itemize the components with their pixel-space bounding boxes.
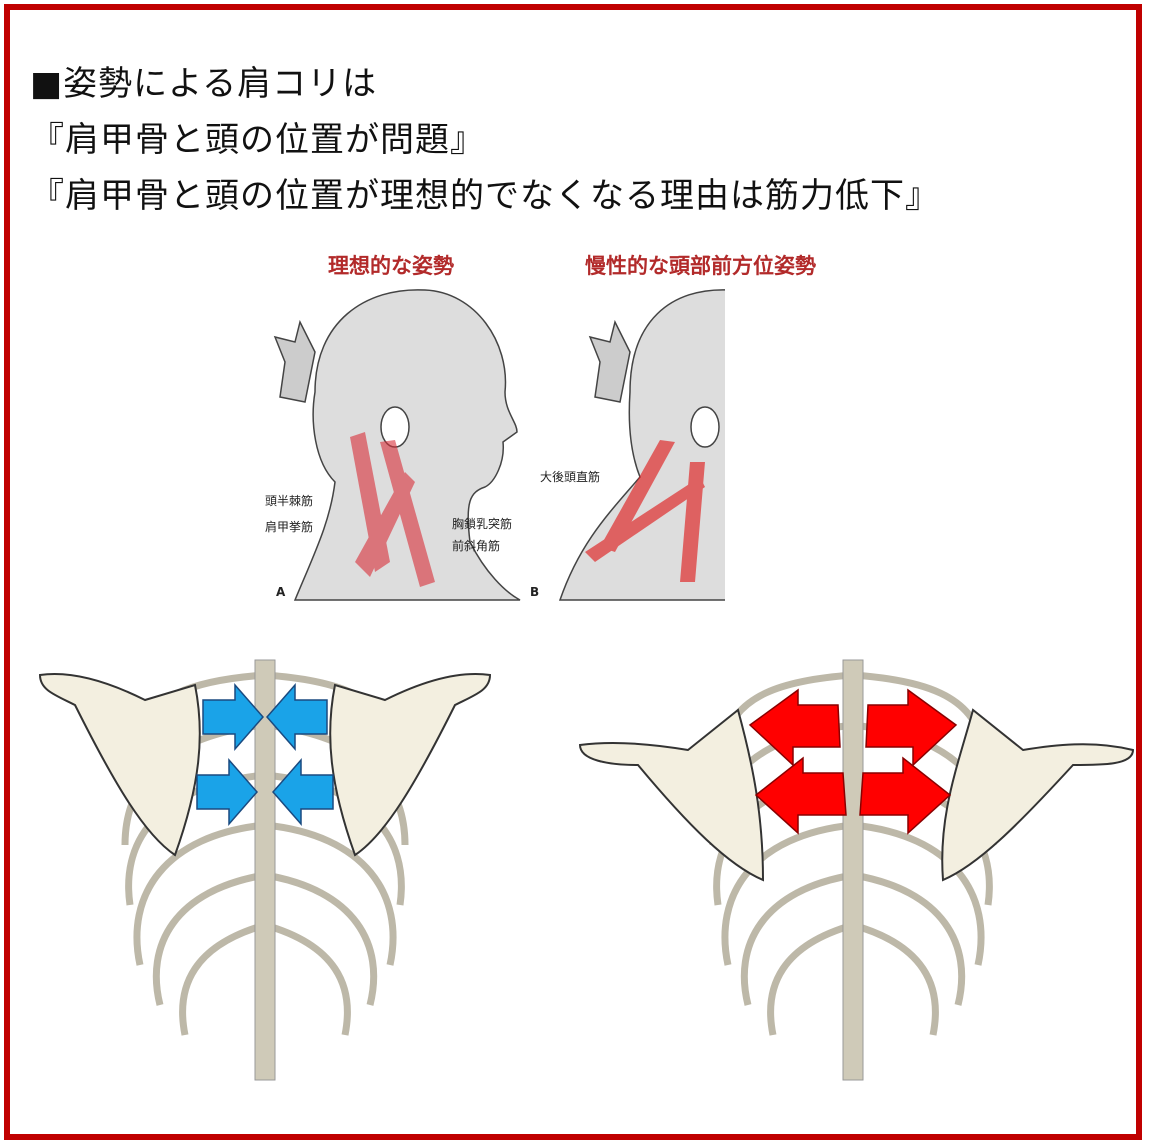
label-anterior-scalene: 前斜角筋 xyxy=(452,539,501,553)
head-forward xyxy=(558,289,725,601)
forward-head-posture-title: 慢性的な頭部前方位姿勢 xyxy=(585,254,816,278)
label-levator-scapulae: 肩甲挙筋 xyxy=(265,520,314,534)
right-scapula xyxy=(941,708,1135,882)
blue-arrow-inward xyxy=(266,683,328,751)
neck-muscles-ideal xyxy=(350,432,435,587)
label-semispinalis: 頭半棘筋 xyxy=(265,494,314,508)
blue-arrow-inward xyxy=(196,758,258,826)
panel-b-label: B xyxy=(530,585,540,599)
heading-line-2: 『肩甲骨と頭の位置が問題』 xyxy=(30,120,485,160)
head-ideal xyxy=(273,289,521,601)
head-figure-illustration xyxy=(273,289,725,601)
heading: ■姿勢による肩コリは 『肩甲骨と頭の位置が問題』 『肩甲骨と頭の位置が理想的でな… xyxy=(30,56,940,224)
label-sternocleidomastoid: 胸鎖乳突筋 xyxy=(452,517,513,531)
blue-arrow-inward xyxy=(272,758,334,826)
blue-arrow-inward xyxy=(202,683,264,751)
spine xyxy=(842,659,864,1081)
panel-a-label: A xyxy=(276,585,286,599)
ribcage-scapula-retracted xyxy=(38,659,492,1081)
heading-line-3: 『肩甲骨と頭の位置が理想的でなくなる理由は筋力低下』 xyxy=(30,176,940,216)
spine xyxy=(254,659,276,1081)
heading-line-1: ■姿勢による肩コリは xyxy=(30,64,378,104)
label-rectus-capitis-posterior-major: 大後頭直筋 xyxy=(540,470,601,484)
ideal-posture-title: 理想的な姿勢 xyxy=(328,254,454,278)
neck-muscles-forward xyxy=(585,440,705,582)
red-frame xyxy=(4,4,1142,1140)
red-arrow-outward xyxy=(754,756,847,835)
left-scapula xyxy=(38,673,201,857)
left-scapula xyxy=(578,708,765,882)
red-arrow-outward xyxy=(859,756,952,835)
red-arrow-outward xyxy=(748,688,841,767)
ribcage-scapula-protracted xyxy=(578,659,1135,1081)
red-arrow-outward xyxy=(865,688,958,767)
right-scapula xyxy=(329,673,492,857)
